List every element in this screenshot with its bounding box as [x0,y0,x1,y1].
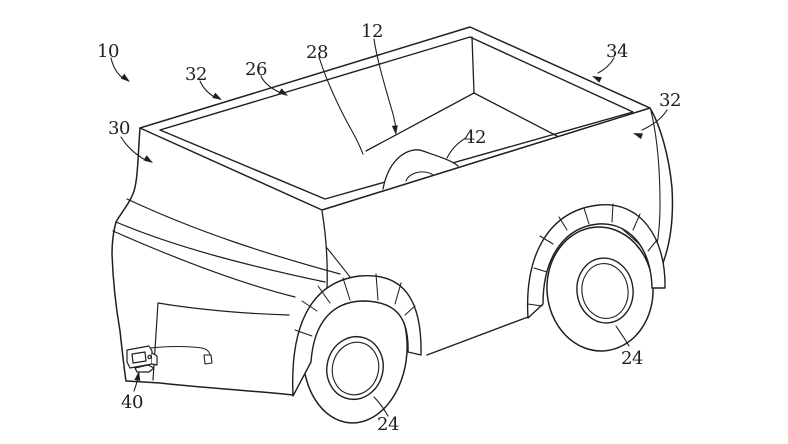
body-crease-middle [115,221,326,283]
arrowhead-12 [391,125,398,135]
front-edge-outer [649,107,674,269]
arrowhead-32-left [212,92,222,100]
wheel-hump-arc [382,149,459,190]
label-26-box-sidewall: 26 [245,59,267,80]
label-40-tow-hitch: 40 [121,392,143,413]
wiring-connector [203,354,213,365]
front-fender-band [526,204,666,319]
label-32-front-corner: 32 [659,90,681,111]
front-hub-outer [576,257,634,324]
rear-fender-band [291,275,422,397]
rear-hub-outer [326,335,384,401]
leader-32-right [641,109,668,131]
body-crease-upper [126,198,341,275]
bed-corner-edge [471,36,475,94]
reference-labels: 10 30 32 26 28 12 42 34 32 40 24 24 [97,21,681,435]
hitch-flange [151,352,158,366]
wheel-hump-mask [383,149,458,192]
body-corner-edge [321,210,328,289]
label-10-overall-vehicle: 10 [97,41,119,62]
arrowhead-34 [592,76,602,83]
box-rim-outer [139,26,651,211]
label-24-front-wheel: 24 [621,348,643,369]
arrowhead-10 [120,73,130,82]
vehicle-body [111,107,674,396]
arrowhead-30 [143,155,153,163]
leader-30 [120,136,148,162]
leader-24-rear [373,396,389,417]
rocker-line [426,316,529,356]
rear-bumper-edge [152,302,159,381]
box-rim-inner [159,36,634,200]
tow-hitch [126,345,158,373]
rear-fender [291,273,422,397]
label-30-rear-panel: 30 [108,118,130,139]
hitch-bracket [134,364,155,373]
body-rear-bottom-outline [111,127,294,396]
label-12-bed-floor: 12 [361,21,383,42]
arrowhead-26 [278,88,288,96]
bed-floor-right-junction [473,92,558,137]
wheel-hump-cap [405,171,434,182]
body-corner-branch [326,247,351,278]
front-hub-inner [581,263,629,319]
hitch-pin [147,354,152,360]
trailer-wiring [150,345,213,365]
label-42-wheel-hump: 42 [464,127,486,148]
label-24-rear-wheel: 24 [377,414,399,435]
front-fender [526,203,666,319]
rear-fender-segments [294,273,416,337]
label-28-bed-wall: 28 [306,42,328,63]
arrowhead-40 [134,371,141,381]
body-crease-lower [112,230,296,298]
rear-panel-top-edge [157,302,290,316]
label-32-left-rail: 32 [185,64,207,85]
label-34-right-rail: 34 [606,41,628,62]
hitch-opening [131,351,147,364]
leader-28 [318,56,364,155]
front-wheel [546,226,654,352]
bed-floor-left-junction [365,92,475,152]
wiring-cable [150,345,211,357]
arrowhead-32-right [633,133,643,140]
leader-24-front [615,325,630,347]
leader-arrowheads [120,73,643,381]
front-fender-segments [527,203,658,307]
leader-26 [260,75,282,94]
cargo-box [139,26,651,211]
leader-42 [446,137,467,159]
leader-34 [597,57,615,74]
rear-hub-inner [331,341,380,396]
